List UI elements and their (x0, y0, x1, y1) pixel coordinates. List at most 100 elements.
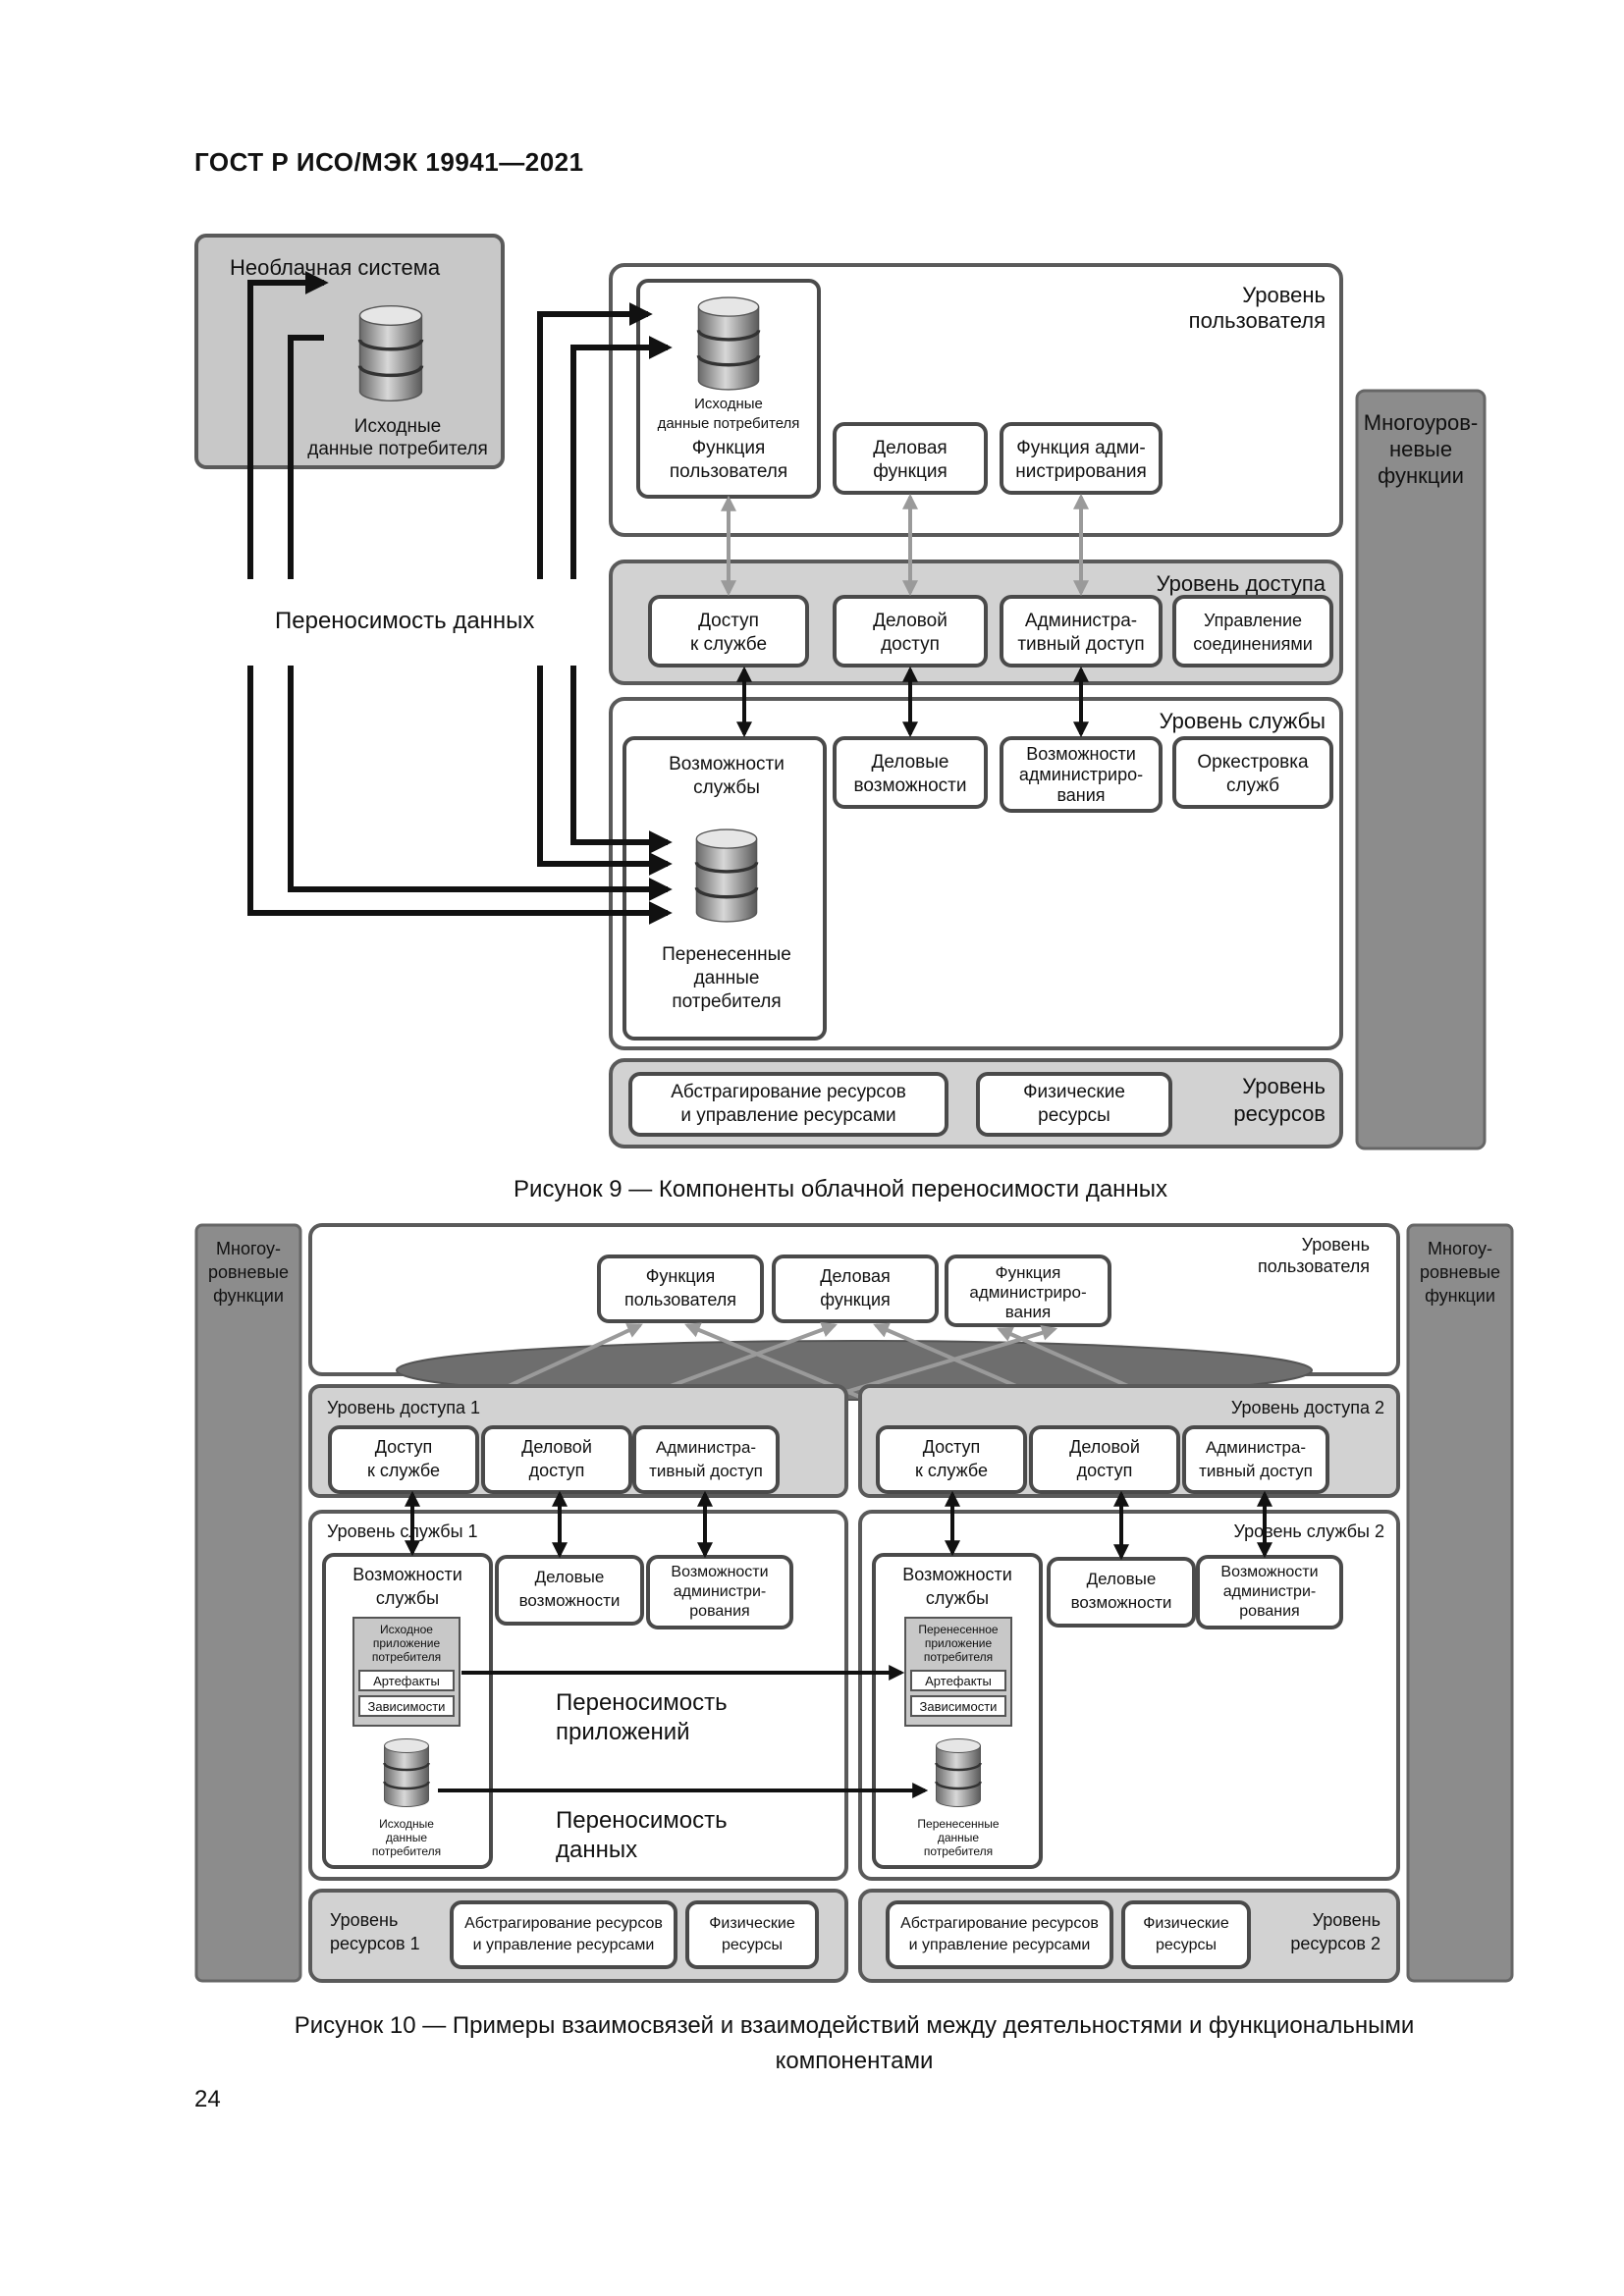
service-capabilities-2-label-1: Возможности (902, 1565, 1012, 1584)
admin-access-label-1: Администра- (1025, 611, 1137, 631)
business-function-box (833, 422, 988, 495)
resource-level-label-2: ресурсов (1233, 1101, 1326, 1126)
service-access-1-label-2: к службе (367, 1461, 440, 1480)
service-capabilities-label-1: Возможности (669, 754, 785, 774)
admin-capabilities-1-label-1: Возможности (671, 1564, 768, 1580)
source-app-label-3: потребителя (372, 1650, 441, 1664)
figure-9-caption: Рисунок 9 — Компоненты облачной переноси… (514, 1176, 1167, 1202)
multilevel-right-column (1406, 1223, 1514, 1983)
business-function-label-1: Деловая (873, 438, 947, 458)
admin-capabilities-2-label-1: Возможности (1220, 1564, 1318, 1580)
physical-resources-1-box (685, 1900, 819, 1969)
orchestration-label-2: служб (1226, 775, 1279, 796)
user-function-2-label-1: Функция (646, 1266, 716, 1286)
database-icon (935, 1737, 982, 1808)
service-access-label-2: к службе (690, 634, 767, 655)
data-portability-2-label-2: данных (556, 1837, 637, 1863)
admin-capabilities-2-label-3: рования (1239, 1603, 1299, 1620)
resource-abstraction-2-box (886, 1900, 1113, 1969)
admin-function-label-1: Функция адми- (1016, 438, 1145, 458)
multilevel-left-3: функции (213, 1286, 284, 1306)
resource-abstraction-label-1: Абстрагирование ресурсов (671, 1082, 906, 1102)
resource-level-1-label-1: Уровень (330, 1910, 398, 1930)
migrated-db-label-3: потребителя (672, 991, 781, 1012)
resource-abstraction-1-label-1: Абстрагирование ресурсов (464, 1915, 663, 1932)
figure-10: Многоу- ровневые функции Многоу- ровневы… (194, 1223, 1514, 1983)
source-app-label-2: приложение (373, 1636, 441, 1650)
service-level-2-label: Уровень службы 2 (1233, 1522, 1384, 1541)
app-portability-label-2: приложений (556, 1719, 690, 1745)
artifacts-2-box (910, 1670, 1006, 1691)
artifacts-2-label: Артефакты (925, 1674, 992, 1688)
multilevel-right-1: Многоу- (1428, 1239, 1492, 1258)
portability-arrow-3 (537, 302, 653, 579)
user-db-label-1: Исходные (694, 396, 763, 412)
service-capabilities-label-2: службы (693, 777, 760, 798)
noncloud-title: Необлачная система (230, 255, 441, 280)
admin-function-2-label-2: администриро- (969, 1283, 1086, 1302)
service-access-label-1: Доступ (698, 611, 759, 631)
user-level-2-label-2: пользователя (1258, 1256, 1370, 1276)
multilevel-right-2: ровневые (1420, 1262, 1500, 1282)
noncloud-db-label-1: Исходные (354, 416, 441, 437)
user-function-label-1: Функция (692, 438, 766, 458)
resource-abstraction-1-label-2: и управление ресурсами (473, 1937, 655, 1953)
admin-capabilities-label-3: вания (1056, 785, 1105, 805)
dependencies-2-label: Зависимости (920, 1699, 998, 1714)
resource-level-2-label-1: Уровень (1313, 1910, 1380, 1930)
admin-function-box (1000, 422, 1163, 495)
business-access-2-box (1029, 1425, 1180, 1494)
migrated-app-label-1: Перенесенное (918, 1623, 999, 1636)
physical-resources-2-label-2: ресурсы (1156, 1937, 1217, 1953)
business-capabilities-2-label-2: возможности (1071, 1593, 1172, 1612)
physical-resources-2-box (1121, 1900, 1251, 1969)
resource-abstraction-1-box (450, 1900, 677, 1969)
admin-access-box (1000, 595, 1163, 667)
portability-arrow-4 (570, 336, 673, 579)
business-function-label-2: функция (873, 461, 947, 482)
user-db-label-2: данные потребителя (658, 415, 800, 432)
admin-function-2-label-1: Функция (996, 1263, 1061, 1282)
source-app-label-1: Исходное (380, 1623, 433, 1636)
migrated-app-label-3: потребителя (924, 1650, 993, 1664)
orchestration-label-1: Оркестровка (1197, 752, 1309, 773)
migrated-db-label-1: Перенесенные (662, 944, 791, 965)
admin-capabilities-2-label-2: администри- (1223, 1583, 1316, 1600)
portability-arrow-8 (570, 666, 673, 854)
business-capabilities-box (833, 736, 988, 809)
database-icon (694, 828, 759, 924)
business-access-box (833, 595, 988, 667)
user-level-2-label-1: Уровень (1302, 1235, 1370, 1255)
business-capabilities-label-2: возможности (854, 775, 967, 796)
service-access-2-label-2: к службе (915, 1461, 988, 1480)
service-access-1-label-1: Доступ (375, 1437, 433, 1457)
admin-function-label-2: нистрирования (1015, 461, 1146, 482)
user-level-label-1: Уровень (1242, 283, 1326, 307)
dependencies-1-box (358, 1695, 455, 1717)
physical-resources-2-label-1: Физические (1143, 1915, 1229, 1932)
service-capabilities-2-label-2: службы (926, 1588, 989, 1608)
physical-resources-label-2: ресурсы (1038, 1105, 1110, 1126)
noncloud-db-label-2: данные потребителя (307, 439, 488, 459)
admin-capabilities-1-label-2: администри- (674, 1583, 766, 1600)
source-data-label-3: потребителя (372, 1844, 441, 1858)
portability-arrow-2 (288, 335, 324, 579)
database-icon (357, 303, 424, 403)
migrated-data-label-3: потребителя (924, 1844, 993, 1858)
admin-capabilities-box (1000, 736, 1163, 813)
service-capabilities-1-label-2: службы (376, 1588, 439, 1608)
figure-10-caption-line-2: компонентами (775, 2048, 934, 2074)
business-access-2-label-2: доступ (1077, 1461, 1133, 1480)
migrated-app-label-2: приложение (925, 1636, 993, 1650)
business-capabilities-1-label-2: возможности (519, 1591, 621, 1610)
admin-capabilities-1-label-3: рования (689, 1603, 749, 1620)
service-level-1-label: Уровень службы 1 (327, 1522, 478, 1541)
admin-access-2-box (1182, 1425, 1329, 1494)
database-icon (696, 295, 761, 392)
business-capabilities-1-box (495, 1555, 644, 1626)
document-header: ГОСТ Р ИСО/МЭК 19941—2021 (194, 147, 584, 177)
service-level-label: Уровень службы (1160, 709, 1326, 733)
access-level-label: Уровень доступа (1157, 571, 1326, 596)
business-access-1-label-1: Деловой (521, 1437, 592, 1457)
